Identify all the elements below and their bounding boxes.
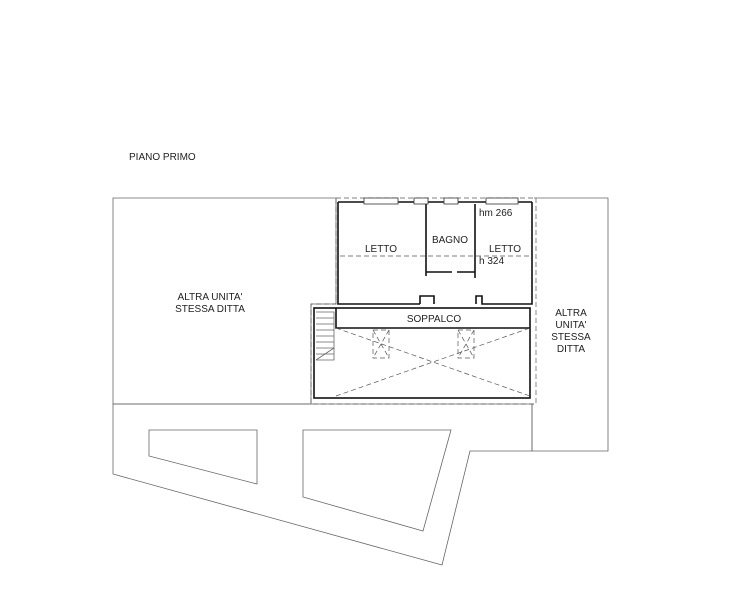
room-label-bagno: BAGNO — [432, 235, 468, 246]
right-unit-label-1: ALTRA — [555, 308, 587, 319]
window-1 — [363, 197, 399, 205]
right-unit-label-4: DITTA — [557, 344, 585, 355]
soppalco-outline — [313, 307, 531, 399]
beam-left — [372, 329, 390, 359]
wall-right-room — [475, 202, 533, 305]
window-4 — [485, 197, 519, 205]
unit-boundary-dashed — [310, 197, 537, 405]
wall-door-jamb-left — [419, 295, 435, 304]
right-unit-label-3: STESSA — [551, 332, 591, 343]
left-unit-label-1: ALTRA UNITA' — [178, 292, 243, 303]
skylight-right — [302, 429, 452, 532]
window-3 — [443, 197, 459, 205]
staircase-steps — [316, 317, 334, 355]
room-label-letto-left: LETTO — [365, 244, 397, 255]
room-label-soppalco: SOPPALCO — [407, 314, 461, 325]
right-unit-label-2: UNITA' — [555, 320, 586, 331]
beam-right — [457, 329, 475, 359]
height-label-h: h 324 — [479, 256, 504, 267]
skylight-left — [148, 429, 258, 485]
height-label-hm: hm 266 — [479, 208, 513, 219]
plan-title: PIANO PRIMO — [129, 152, 196, 163]
left-unit-label-2: STESSA DITTA — [175, 304, 245, 315]
window-2 — [413, 197, 429, 205]
wall-left-room — [337, 202, 420, 305]
staircase-arrow — [315, 347, 335, 361]
room-label-letto-right: LETTO — [489, 244, 521, 255]
soppalco-void-cross — [335, 327, 531, 397]
wall-bathroom — [425, 204, 476, 278]
beam-right-cross — [457, 329, 475, 359]
beam-left-cross — [372, 329, 390, 359]
lower-area-outline — [112, 403, 533, 566]
